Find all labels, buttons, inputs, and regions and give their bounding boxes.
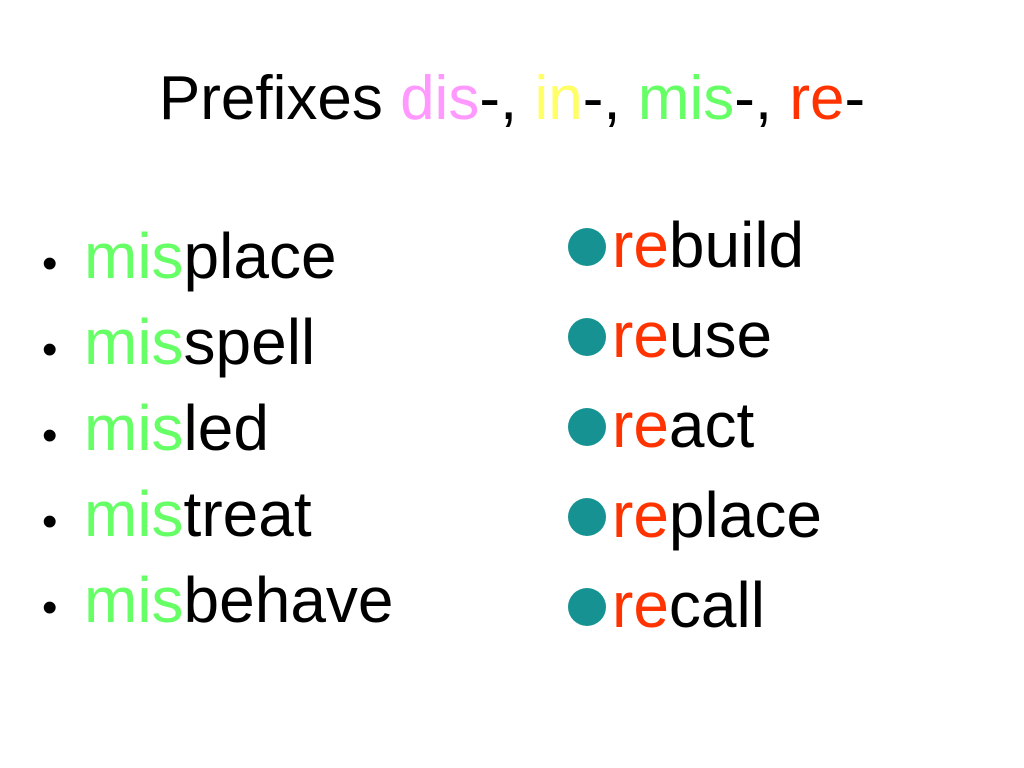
title-prefix-mis: mis (637, 64, 735, 133)
word-prefix: mis (84, 306, 184, 378)
bullet-icon: • (42, 239, 58, 288)
bullet-icon: • (42, 411, 58, 460)
word-prefix: mis (84, 220, 184, 292)
word-stem: behave (183, 564, 394, 636)
bullet-icon: • (42, 583, 58, 632)
word-stem: act (668, 389, 755, 461)
teal-dot-icon (568, 318, 606, 356)
title-separator: - (844, 64, 866, 133)
word-stem: build (668, 209, 805, 281)
word-stem: call (668, 569, 765, 641)
teal-dot-icon (568, 408, 606, 446)
word-stem: place (668, 479, 822, 551)
word-prefix: re (612, 389, 669, 461)
title-text: Prefixes (158, 64, 401, 133)
word-stem: use (668, 299, 773, 371)
title-prefix-dis: dis (400, 64, 480, 133)
word-prefix: mis (84, 392, 184, 464)
word-stem: treat (183, 478, 312, 550)
title-separator: -, (734, 64, 790, 133)
teal-dot-icon (568, 588, 606, 626)
word-prefix: re (612, 569, 669, 641)
title-separator: -, (582, 64, 638, 133)
word-prefix: re (612, 299, 669, 371)
slide-title: Prefixes dis-, in-, mis-, re- (0, 62, 1024, 136)
word-prefix: mis (84, 478, 184, 550)
bullet-icon: • (42, 497, 58, 546)
word-prefix: mis (84, 564, 184, 636)
word-prefix: re (612, 209, 669, 281)
word-prefix: re (612, 479, 669, 551)
title-separator: -, (479, 64, 535, 133)
title-prefix-re: re (789, 64, 845, 133)
title-prefix-in: in (534, 64, 583, 133)
word-stem: spell (183, 306, 316, 378)
word-stem: led (183, 392, 269, 464)
teal-dot-icon (568, 228, 606, 266)
word-stem: place (183, 220, 337, 292)
teal-dot-icon (568, 498, 606, 536)
bullet-icon: • (42, 325, 58, 374)
